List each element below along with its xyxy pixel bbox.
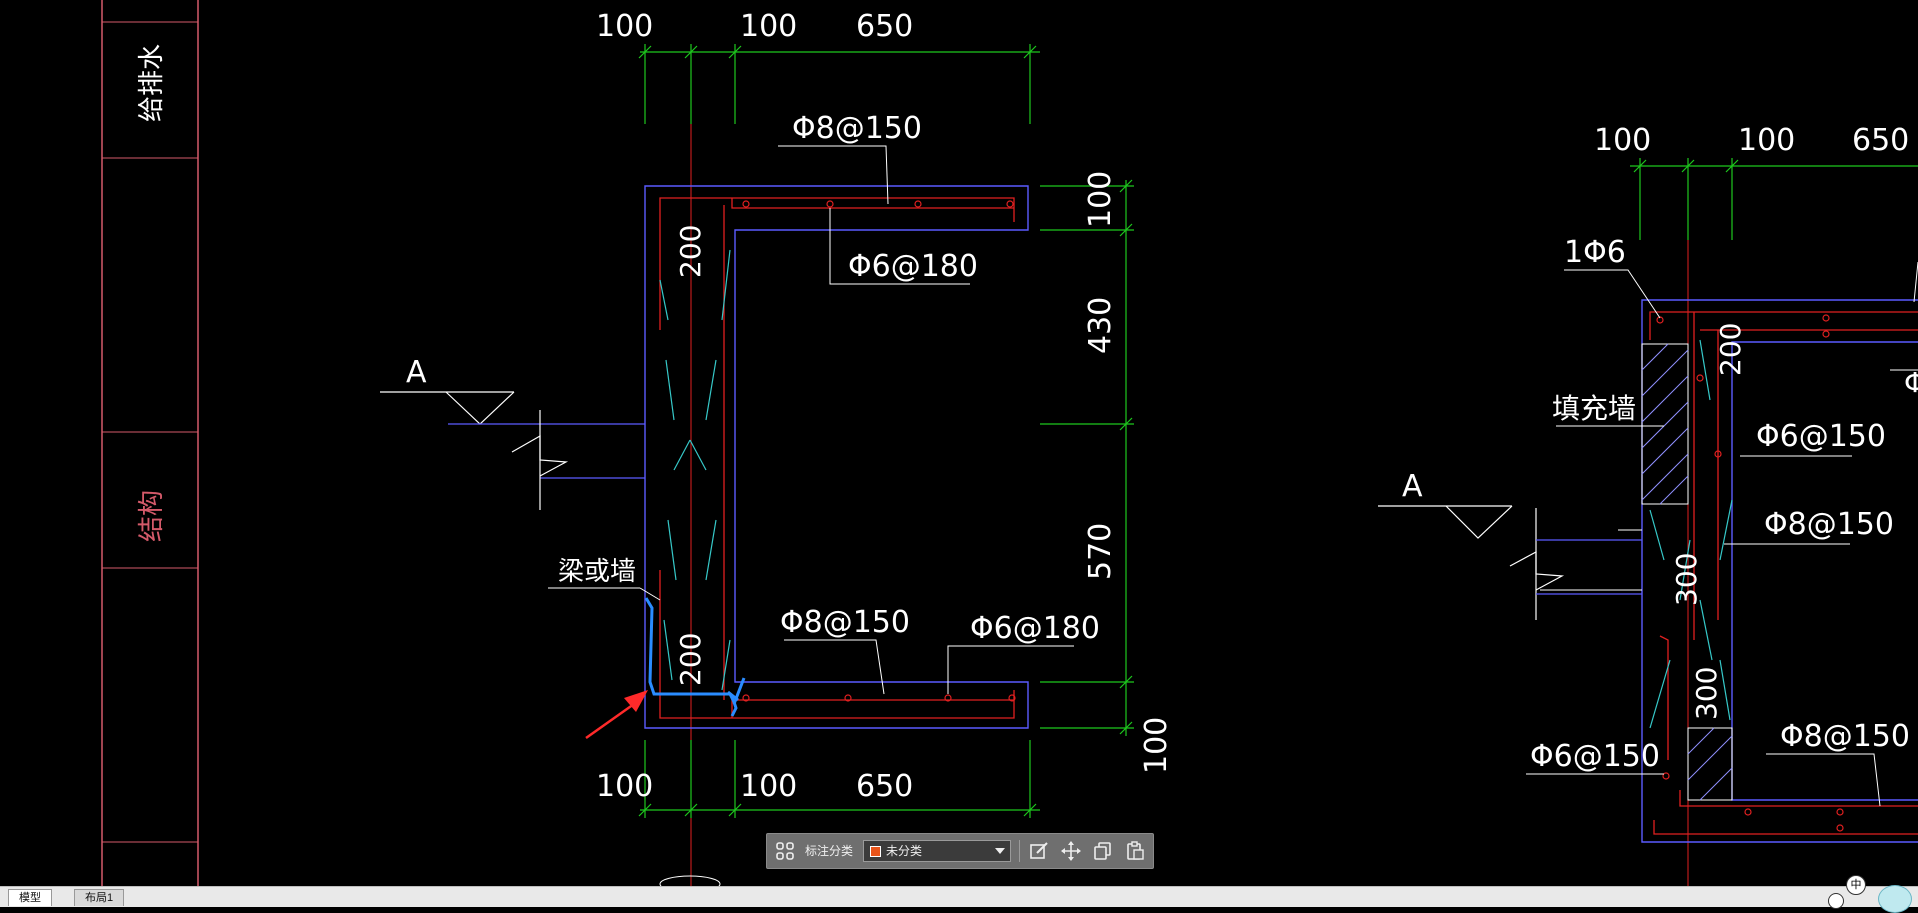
rebar-label-top: Φ8@150 bbox=[792, 111, 922, 146]
top-dimension bbox=[638, 44, 1040, 124]
category-color-swatch bbox=[870, 846, 881, 857]
dim-right-2: 430 bbox=[1083, 297, 1118, 354]
tab-layout1[interactable]: 布局1 bbox=[74, 889, 125, 906]
highlight-corner-mark bbox=[644, 597, 738, 717]
right-vertical-300-b: 300 bbox=[1690, 667, 1723, 720]
detail-drawing-right: 100 100 650 bbox=[1378, 123, 1918, 886]
rebar-label-inner-top: Φ6@180 bbox=[848, 249, 978, 284]
rebar-dots bbox=[742, 200, 1016, 702]
sidebar-label-plumbing: 给排水 bbox=[137, 44, 167, 122]
right-vertical-300-a: 300 bbox=[1670, 553, 1703, 606]
layout-tab-bar: 模型 布局1 bbox=[0, 886, 1918, 907]
dim-right-4: 100 bbox=[1139, 717, 1174, 774]
fill-wall-hatch bbox=[1641, 343, 1733, 801]
right-rebar-d: Φ8@150 bbox=[1780, 719, 1910, 754]
toolbar-divider bbox=[1019, 840, 1020, 862]
detail-drawing-left: 100 100 650 100 100 650 bbox=[380, 9, 1174, 886]
dim-top-1: 100 bbox=[596, 9, 653, 44]
category-select-value: 未分类 bbox=[886, 844, 923, 858]
dim-right-3: 570 bbox=[1083, 523, 1118, 580]
ime-indicator[interactable]: 中 bbox=[1846, 875, 1866, 895]
copy-icon[interactable] bbox=[1093, 841, 1113, 861]
rebar-label-bottom-left: Φ8@150 bbox=[780, 605, 910, 640]
section-label-a: A bbox=[406, 355, 427, 390]
move-icon[interactable] bbox=[1061, 841, 1081, 861]
right-dim-top-2: 100 bbox=[1738, 123, 1795, 158]
dim-right-1: 100 bbox=[1083, 171, 1118, 228]
dim-bottom-2: 100 bbox=[740, 769, 797, 804]
edit-icon[interactable] bbox=[1029, 841, 1049, 861]
sidebar-label-structure: 结构 bbox=[137, 490, 167, 542]
paste-icon[interactable] bbox=[1125, 841, 1145, 861]
annotation-category-select[interactable]: 未分类 bbox=[863, 840, 1011, 862]
dim-top-3: 650 bbox=[856, 9, 913, 44]
section-symbol-a bbox=[380, 391, 645, 510]
grid-icon[interactable] bbox=[775, 841, 795, 861]
rebar-label-bottom-right: Φ6@180 bbox=[970, 611, 1100, 646]
stirrup-marks bbox=[659, 249, 731, 691]
assistant-avatar-icon[interactable] bbox=[1878, 885, 1912, 913]
right-rebar-1phi6: 1Φ6 bbox=[1564, 235, 1626, 270]
dim-vertical-200-top: 200 bbox=[674, 225, 707, 278]
cad-drawing-canvas[interactable]: 给排水 结构 100 100 650 bbox=[0, 0, 1918, 886]
ime-label: 中 bbox=[1850, 878, 1862, 891]
annotation-toolbar: 标注分类 未分类 bbox=[766, 833, 1154, 869]
red-arrow-annotation bbox=[585, 690, 648, 740]
title-block-sidebar: 给排水 结构 bbox=[101, 0, 199, 886]
chevron-down-icon bbox=[995, 848, 1005, 854]
dim-bottom-1: 100 bbox=[596, 769, 653, 804]
dim-vertical-200-bottom: 200 bbox=[674, 633, 707, 686]
dim-top-2: 100 bbox=[740, 9, 797, 44]
right-dimension bbox=[1040, 179, 1134, 736]
right-vertical-200: 200 bbox=[1714, 323, 1747, 376]
status-tray: 中 bbox=[1828, 873, 1918, 913]
right-rebar-a: Φ6@150 bbox=[1756, 419, 1886, 454]
right-dim-top-3: 650 bbox=[1852, 123, 1909, 158]
section-outline bbox=[644, 185, 1029, 729]
right-fill-wall-label: 填充墙 bbox=[1552, 392, 1636, 425]
right-section-label-a: A bbox=[1402, 469, 1423, 504]
beam-or-wall-label: 梁或墙 bbox=[558, 557, 636, 587]
bottom-dimension bbox=[638, 740, 1040, 818]
tab-model[interactable]: 模型 bbox=[8, 889, 52, 906]
right-dim-top-1: 100 bbox=[1594, 123, 1651, 158]
ucs-marker bbox=[659, 875, 721, 886]
right-rebar-c: Φ6@150 bbox=[1530, 739, 1660, 774]
right-cut-partial-label: Φ bbox=[1904, 366, 1918, 399]
rebar-lines bbox=[659, 197, 1015, 719]
annotation-category-label: 标注分类 bbox=[805, 844, 854, 858]
right-rebar-b: Φ8@150 bbox=[1764, 507, 1894, 542]
dim-bottom-3: 650 bbox=[856, 769, 913, 804]
rebar-leaders bbox=[778, 145, 1074, 695]
zoom-icon[interactable] bbox=[1828, 893, 1844, 909]
